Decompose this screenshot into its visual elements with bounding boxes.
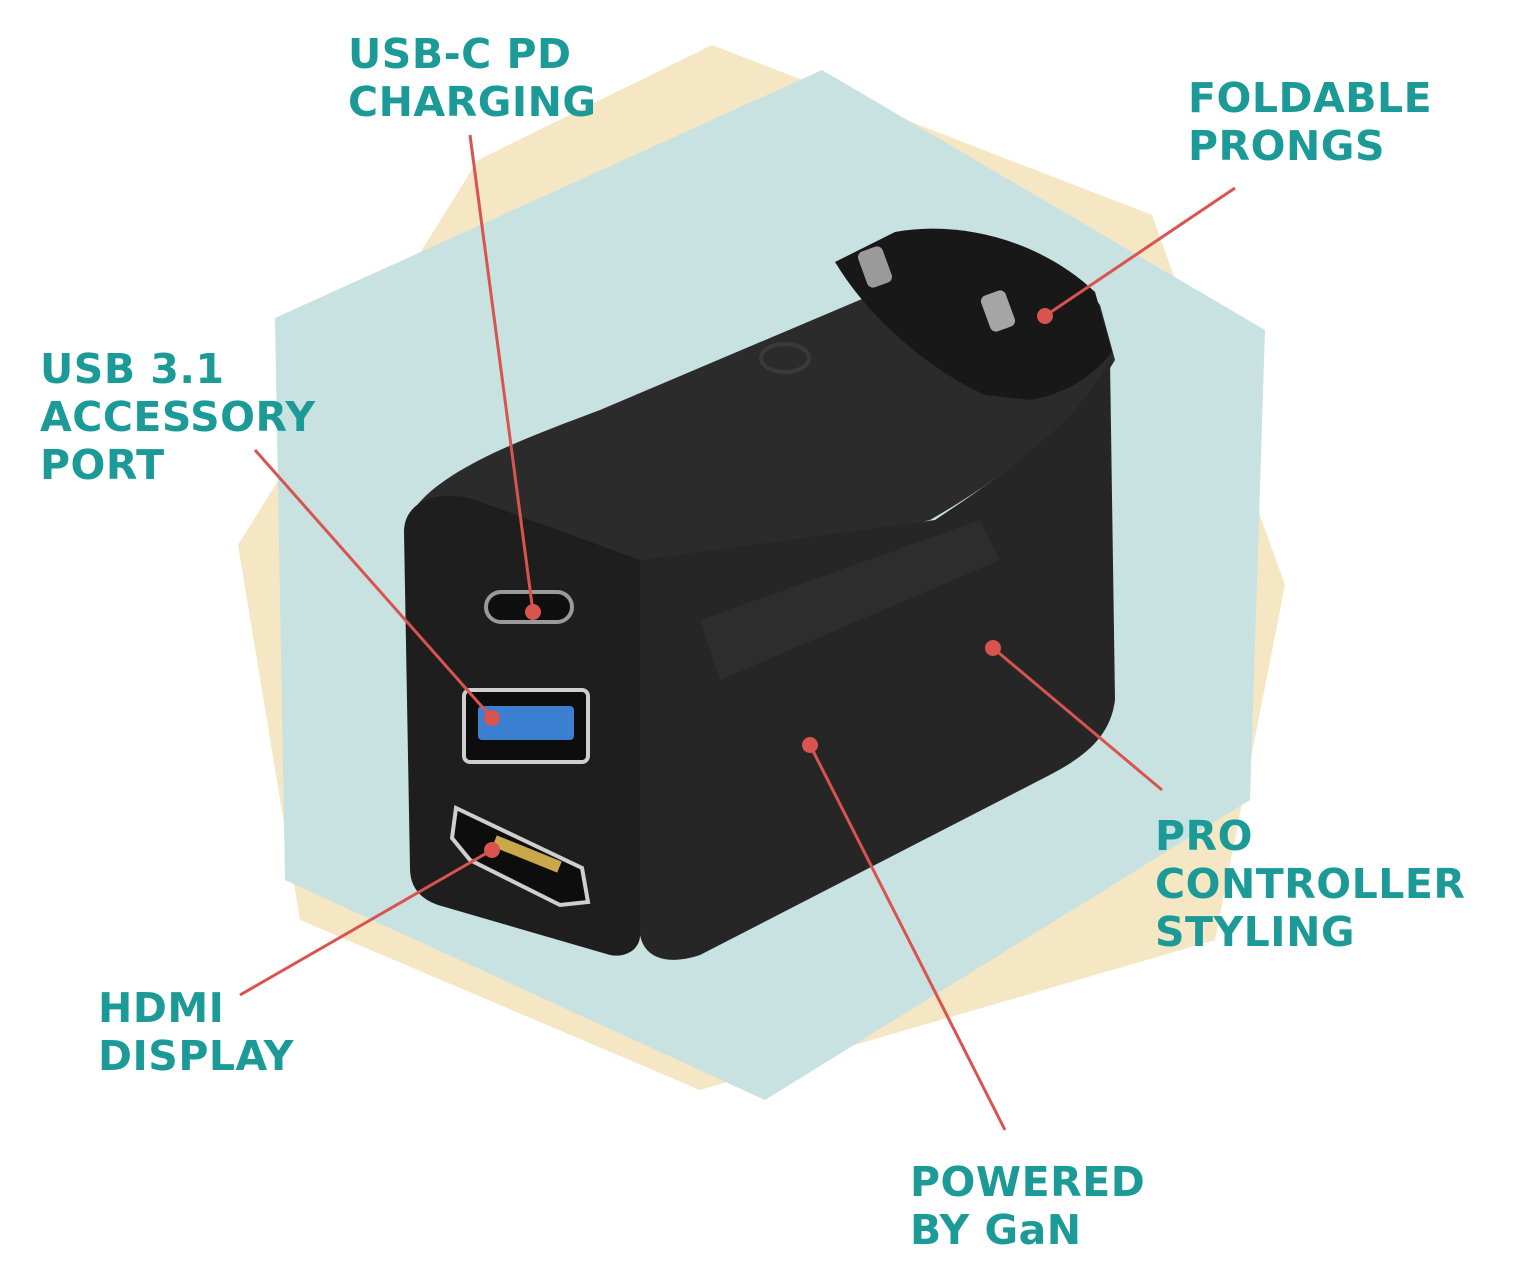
callout-dot-pro (985, 640, 1001, 656)
callout-label-hdmi: HDMI DISPLAY (98, 984, 294, 1080)
label-line: CHARGING (348, 78, 597, 126)
prong-icon (980, 290, 1016, 332)
callout-label-gan: POWERED BY GaN (910, 1158, 1145, 1254)
prong-icon (857, 246, 893, 288)
label-line: ACCESSORY (40, 393, 316, 441)
callout-line-usb31 (253, 449, 494, 719)
callout-line-prongs (1044, 186, 1236, 318)
callout-dot-prongs (1037, 308, 1053, 324)
callout-label-usbc: USB-C PD CHARGING (348, 30, 597, 126)
hdmi-pins (492, 835, 562, 873)
callout-label-prongs: FOLDABLE PRONGS (1188, 74, 1432, 170)
label-line: CONTROLLER (1155, 860, 1466, 908)
label-line: PORT (40, 441, 165, 489)
label-line: USB-C PD (348, 30, 572, 78)
callout-dot-hdmi (484, 842, 500, 858)
label-line: HDMI (98, 984, 225, 1032)
label-line: STYLING (1155, 908, 1356, 956)
callout-label-pro: PRO CONTROLLER STYLING (1155, 812, 1465, 956)
label-line: PRO (1155, 812, 1253, 860)
callout-line-gan (808, 744, 1007, 1131)
label-line: FOLDABLE (1188, 74, 1433, 122)
power-button-icon (759, 342, 811, 374)
usb-a-port-tongue (478, 706, 574, 740)
callout-line-hdmi (239, 848, 493, 997)
callout-dot-gan (802, 737, 818, 753)
label-line: BY GaN (910, 1206, 1082, 1254)
device-side-face (640, 360, 1115, 960)
callout-label-usb31: USB 3.1 ACCESSORY PORT (40, 345, 316, 489)
prong-housing (835, 228, 1112, 400)
callout-line-pro (992, 646, 1163, 792)
callout-line-usbc (468, 134, 535, 613)
label-line: DISPLAY (98, 1032, 294, 1080)
callout-dot-usbc (525, 604, 541, 620)
side-highlight (700, 520, 1000, 680)
label-line: POWERED (910, 1158, 1146, 1206)
label-line: USB 3.1 (40, 345, 225, 393)
label-line: PRONGS (1188, 122, 1385, 170)
callout-dot-usb31 (484, 710, 500, 726)
